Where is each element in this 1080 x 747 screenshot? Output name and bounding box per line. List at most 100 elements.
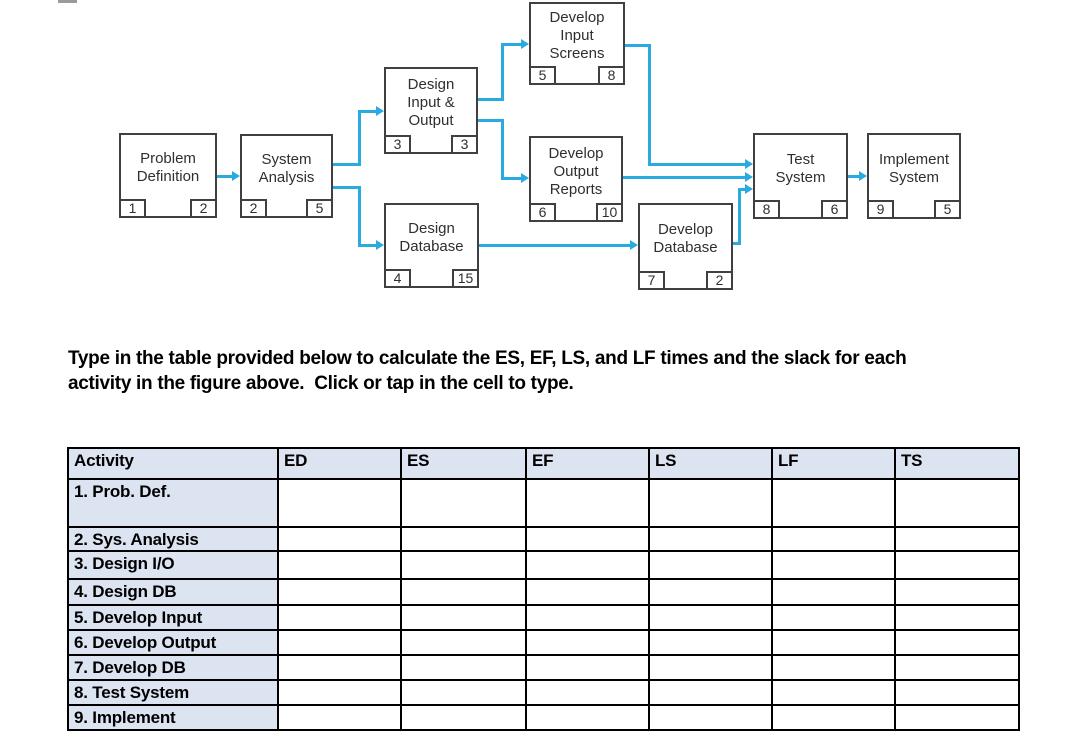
table-cell[interactable] [648,578,773,606]
node-duration: 2 [706,271,731,288]
node-label: Design Input & Output [407,76,455,129]
table-cell[interactable] [771,704,896,731]
table-cell[interactable] [525,478,650,528]
table-cell[interactable] [400,478,527,528]
table-cell[interactable] [277,526,402,552]
node-activity-number: 4 [386,269,411,286]
table-cell[interactable] [771,478,896,528]
table-cell[interactable] [277,679,402,706]
table-cell[interactable] [525,704,650,731]
table-cell[interactable] [894,478,1020,528]
table-cell[interactable] [525,604,650,631]
table-cell[interactable] [894,604,1020,631]
table-cell[interactable] [277,478,402,528]
project-network-diagram: Problem Definition 1 2 System Analysis 2… [0,0,1080,330]
connector-arrowhead [521,39,529,49]
table-cell[interactable] [525,654,650,681]
node-duration: 3 [451,135,476,152]
table-cell[interactable] [277,654,402,681]
table-cell[interactable] [771,578,896,606]
table-cell[interactable] [400,629,527,656]
stray-mark [58,0,77,3]
table-cell[interactable] [648,654,773,681]
table-cell[interactable] [277,629,402,656]
table-cell[interactable] [771,550,896,580]
table-cell[interactable] [894,654,1020,681]
connector-segment [358,110,361,166]
table-cell[interactable] [648,526,773,552]
node-activity-number: 5 [531,66,556,83]
node-label: Implement System [878,150,950,186]
table-cell[interactable] [648,550,773,580]
connector-arrowhead [630,240,638,250]
table-cell[interactable] [277,604,402,631]
row-label-test-system: 8. Test System [67,679,279,706]
connector-segment [358,244,376,247]
connector-segment [648,44,651,166]
table-cell[interactable] [771,679,896,706]
table-cell[interactable] [648,679,773,706]
connector-segment [358,110,376,113]
table-cell[interactable] [400,679,527,706]
table-cell[interactable] [400,654,527,681]
table-cell[interactable] [771,654,896,681]
table-cell[interactable] [771,526,896,552]
node-activity-number: 6 [531,203,556,220]
connector-segment [648,163,745,166]
table-cell[interactable] [894,679,1020,706]
table-cell[interactable] [648,478,773,528]
table-cell[interactable] [525,526,650,552]
node-problem-definition: Problem Definition 1 2 [119,133,217,218]
connector-segment [217,175,233,178]
connector-segment [501,119,504,180]
node-activity-number: 2 [242,199,267,216]
node-duration: 10 [596,203,621,220]
table-cell[interactable] [525,578,650,606]
table-cell[interactable] [648,629,773,656]
node-implement-system: Implement System 9 5 [867,133,961,219]
node-activity-number: 3 [386,135,411,152]
connector-segment [479,244,630,247]
column-header-es: ES [400,447,527,480]
table-cell[interactable] [525,550,650,580]
node-label: Test System [775,150,826,186]
table-cell[interactable] [648,704,773,731]
column-header-ed: ED [277,447,402,480]
row-label-implement: 9. Implement [67,704,279,731]
table-cell[interactable] [277,704,402,731]
node-activity-number: 7 [640,271,665,288]
connector-segment [333,186,361,189]
table-cell[interactable] [771,604,896,631]
node-activity-number: 9 [869,200,894,217]
node-label: Problem Definition [136,150,200,185]
table-cell[interactable] [525,629,650,656]
table-cell[interactable] [400,604,527,631]
table-cell[interactable] [894,526,1020,552]
node-label: Develop Database [653,221,718,256]
node-system-analysis: System Analysis 2 5 [240,134,333,218]
instructions: Type in the table provided below to calc… [68,346,907,396]
table-cell[interactable] [277,578,402,606]
table-row: 7. Develop DB [67,654,1020,681]
node-label: System Analysis [258,150,315,186]
table-row: 6. Develop Output [67,629,1020,656]
connector-arrowhead [745,184,753,194]
column-header-ls: LS [648,447,773,480]
table-cell[interactable] [400,704,527,731]
answer-table: Activity ED ES EF LS LF TS 1. Prob. Def.… [67,447,1020,731]
table-cell[interactable] [771,629,896,656]
table-cell[interactable] [648,604,773,631]
node-activity-number: 1 [121,199,146,216]
table-cell[interactable] [400,526,527,552]
table-cell[interactable] [525,679,650,706]
table-cell[interactable] [400,578,527,606]
node-develop-database: Develop Database 7 2 [638,203,733,290]
table-cell[interactable] [894,550,1020,580]
table-cell[interactable] [894,578,1020,606]
table-cell[interactable] [277,550,402,580]
connector-segment [478,119,504,122]
table-cell[interactable] [400,550,527,580]
node-label: Design Database [399,220,464,255]
table-cell[interactable] [894,629,1020,656]
table-cell[interactable] [894,704,1020,731]
